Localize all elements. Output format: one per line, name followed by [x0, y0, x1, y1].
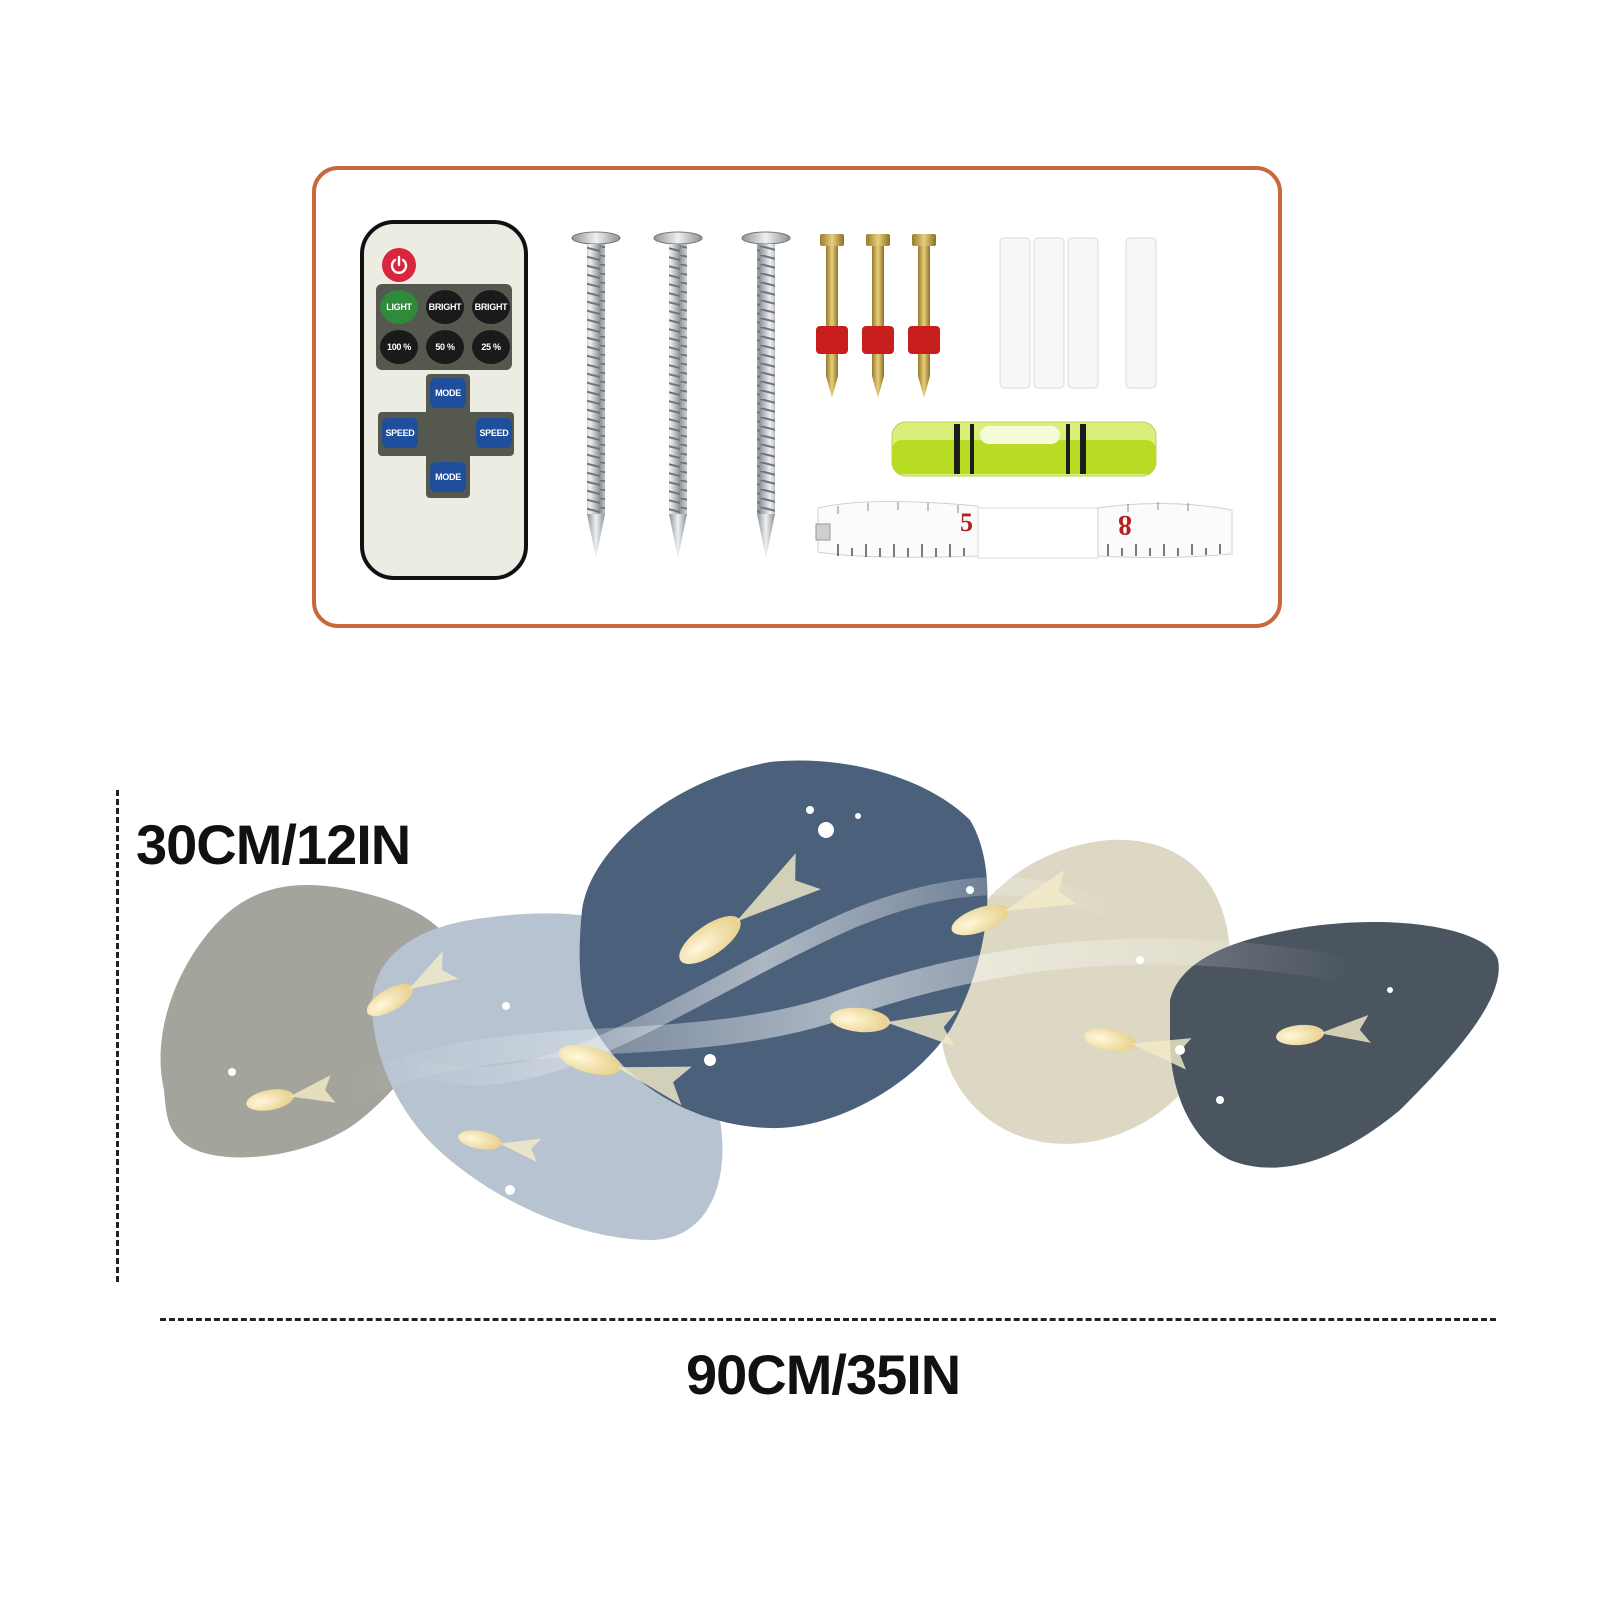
screw-3: [741, 231, 791, 558]
height-dimension-label: 30CM/12IN: [136, 813, 411, 876]
bright-down-button[interactable]: BRIGHT: [472, 290, 510, 324]
measuring-tape: 5 8: [808, 494, 1240, 570]
screw-1: [571, 231, 621, 558]
power-icon: [390, 255, 408, 274]
width-dimension-label: 90CM/35IN: [686, 1343, 961, 1406]
screw-2: [653, 231, 703, 558]
anchor-bolt-3: [908, 234, 940, 398]
tape-body: [815, 500, 1233, 559]
mode-down-button[interactable]: MODE: [430, 462, 466, 492]
brightness-100-button[interactable]: 100 %: [380, 330, 418, 364]
brightness-50-button[interactable]: 50 %: [426, 330, 464, 364]
tape-mark-8: 8: [1118, 509, 1132, 540]
panel-charcoal: [1170, 922, 1499, 1168]
spirit-level: [891, 421, 1157, 477]
wall-plugs: [999, 237, 1157, 389]
power-button[interactable]: [382, 248, 416, 282]
anchor-bolt-1: [816, 234, 848, 398]
height-dimension-line: [116, 790, 119, 1282]
speed-up-button[interactable]: SPEED: [476, 418, 512, 448]
wall-art-panels: [160, 760, 1499, 1240]
tape-mark-5: 5: [960, 508, 973, 537]
koi-fish-group: [246, 853, 1371, 1163]
mounting-hardware: [571, 231, 1157, 558]
bright-up-button[interactable]: BRIGHT: [426, 290, 464, 324]
accessories-box: [312, 166, 1282, 628]
mode-up-button[interactable]: MODE: [430, 378, 466, 408]
water-swirl: [344, 938, 1353, 1102]
width-dimension-line: [160, 1318, 1496, 1321]
anchor-bolt-2: [862, 234, 894, 398]
brightness-25-button[interactable]: 25 %: [472, 330, 510, 364]
light-button[interactable]: LIGHT: [380, 290, 418, 324]
panel-cream: [940, 839, 1230, 1144]
speed-down-button[interactable]: SPEED: [382, 418, 418, 448]
remote-control: LIGHT BRIGHT BRIGHT 100 % 50 % 25 % MODE…: [360, 220, 528, 580]
